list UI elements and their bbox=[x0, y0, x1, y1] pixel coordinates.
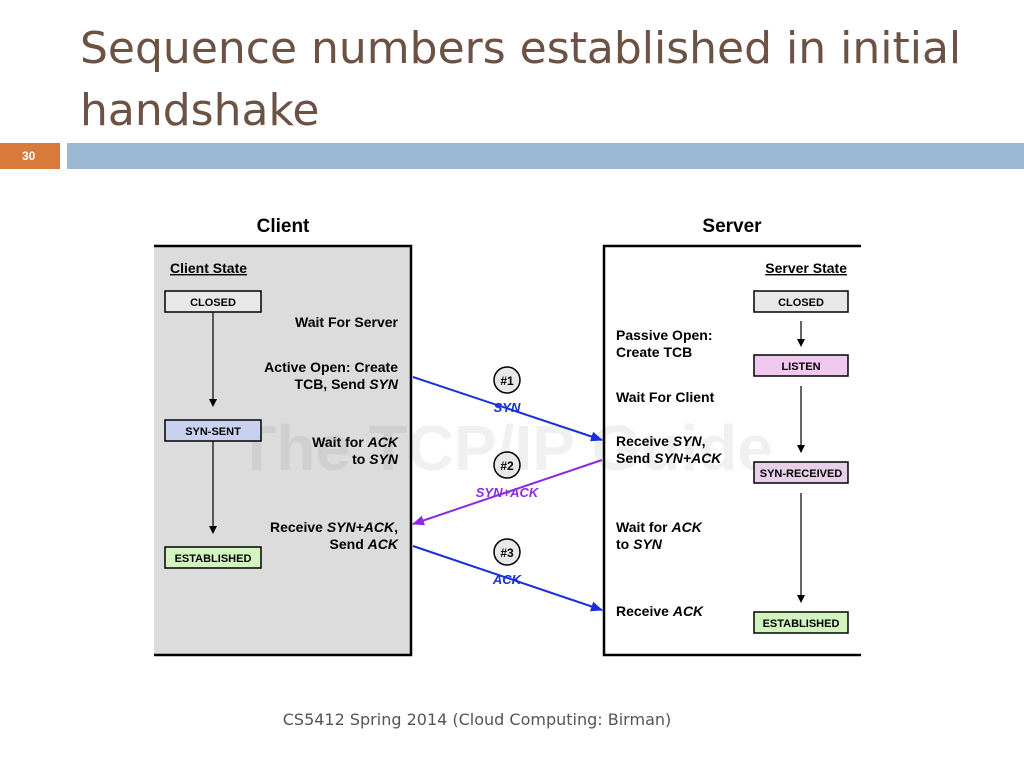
server-receive-ack: Receive ACK bbox=[616, 603, 704, 619]
client-wait-ack-line2: to SYN bbox=[352, 451, 399, 467]
client-wait-server: Wait For Server bbox=[295, 314, 399, 330]
footer: CS5412 Spring 2014 (Cloud Computing: Bir… bbox=[282, 710, 672, 729]
message-number-badge bbox=[493, 538, 521, 566]
message-3-number: #3 bbox=[500, 546, 514, 560]
server-panel-border bbox=[602, 244, 861, 657]
client-active-open-line1: Active Open: Create bbox=[264, 359, 398, 375]
client-state-header: Client State bbox=[170, 260, 247, 276]
server-receive-syn-line1: Receive SYN, bbox=[616, 433, 706, 449]
message-2-label: SYN+ACK bbox=[476, 485, 540, 500]
syn-arrow bbox=[412, 376, 603, 442]
server-panel bbox=[603, 246, 861, 655]
client-state-established-box bbox=[164, 546, 262, 569]
client-state-established: ESTABLISHED bbox=[175, 553, 252, 565]
server-state-syn-received-box bbox=[753, 461, 849, 484]
client-receive-line1: Receive SYN+ACK, bbox=[270, 519, 398, 535]
client-receive-line2: Send ACK bbox=[330, 536, 399, 552]
client-state-closed: CLOSED bbox=[190, 297, 236, 309]
message-3-label: ACK bbox=[492, 572, 523, 587]
client-active-open-line2: TCB, Send SYN bbox=[295, 376, 399, 392]
server-state-established-box bbox=[753, 611, 849, 634]
server-state-closed-box bbox=[753, 290, 849, 313]
server-passive-open-line1: Passive Open: bbox=[616, 327, 713, 343]
ack-arrow bbox=[412, 545, 603, 612]
message-2-number: #2 bbox=[500, 459, 514, 473]
server-wait-client: Wait For Client bbox=[616, 389, 715, 405]
server-passive-open-line2: Create TCB bbox=[616, 344, 692, 360]
message-1-number: #1 bbox=[500, 374, 514, 388]
server-state-listen-box bbox=[753, 354, 849, 377]
server-state-closed: CLOSED bbox=[778, 297, 824, 309]
synack-arrow bbox=[412, 459, 603, 526]
message-1-label: SYN bbox=[494, 400, 521, 415]
server-state-header: Server State bbox=[765, 260, 847, 276]
server-state-listen: LISTEN bbox=[781, 361, 820, 373]
title-underline-bar bbox=[67, 143, 1024, 169]
server-state-syn-received: SYN-RECEIVED bbox=[760, 468, 843, 480]
client-state-syn-sent: SYN-SENT bbox=[185, 426, 241, 438]
client-wait-ack-line1: Wait for ACK bbox=[312, 434, 399, 450]
client-panel-border bbox=[154, 244, 413, 657]
server-receive-syn-line2: Send SYN+ACK bbox=[616, 450, 722, 466]
server-wait-ack-line2: to SYN bbox=[616, 536, 663, 552]
server-title: Server bbox=[702, 216, 762, 237]
server-wait-ack-line1: Wait for ACK bbox=[616, 519, 703, 535]
page-number: 30 bbox=[0, 143, 60, 169]
slide-title: Sequence numbers established in initial … bbox=[80, 23, 962, 136]
message-number-badge bbox=[493, 451, 521, 479]
message-number-badge bbox=[493, 366, 521, 394]
server-state-established: ESTABLISHED bbox=[763, 618, 840, 630]
client-title: Client bbox=[257, 216, 310, 237]
client-panel bbox=[154, 246, 412, 655]
